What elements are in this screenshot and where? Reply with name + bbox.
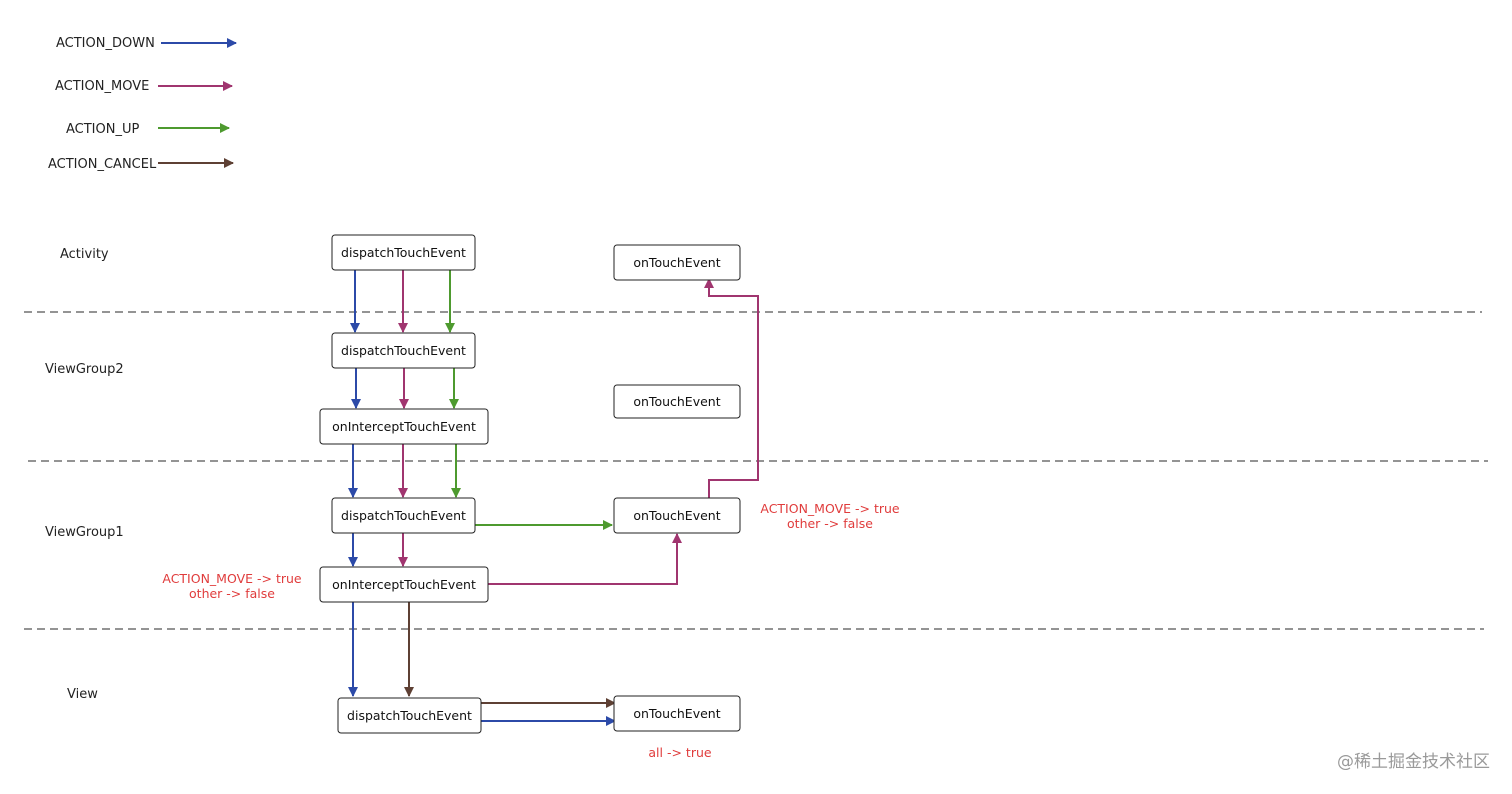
node-label: dispatchTouchEvent — [341, 245, 466, 260]
legend-item-action-up: ACTION_UP — [66, 122, 230, 137]
layer-label-viewgroup1: ViewGroup1 — [45, 525, 124, 540]
layer-label-viewgroup2: ViewGroup2 — [45, 362, 124, 377]
node-label: onTouchEvent — [633, 706, 720, 721]
legend-item-action-cancel: ACTION_CANCEL — [48, 157, 234, 172]
legend-label-action-move: ACTION_MOVE — [55, 79, 149, 94]
edge-move-vg1-ontouch-to-activity-ontouch — [704, 278, 759, 498]
node-vg1-intercept: onInterceptTouchEvent — [319, 566, 489, 603]
annotation-line: all -> true — [648, 745, 711, 760]
node-vg1-ontouch: onTouchEvent — [613, 497, 741, 534]
node-view-dispatch: dispatchTouchEvent — [337, 697, 482, 734]
legend-item-action-down: ACTION_DOWN — [56, 36, 237, 51]
node-label: onTouchEvent — [633, 394, 720, 409]
node-activity-dispatch: dispatchTouchEvent — [331, 234, 476, 271]
annotation-line: other -> false — [189, 586, 275, 601]
legend-label-action-cancel: ACTION_CANCEL — [48, 157, 157, 172]
layer-label-activity: Activity — [60, 247, 109, 262]
node-vg2-ontouch: onTouchEvent — [613, 384, 741, 419]
annotation-line: ACTION_MOVE -> true — [162, 571, 302, 586]
node-activity-ontouch: onTouchEvent — [613, 244, 741, 281]
node-label: dispatchTouchEvent — [347, 708, 472, 723]
node-label: onTouchEvent — [633, 508, 720, 523]
edge-move-vg1-intercept-to-ontouch — [488, 533, 682, 585]
node-label: onInterceptTouchEvent — [332, 577, 476, 592]
legend-item-action-move: ACTION_MOVE — [55, 79, 233, 94]
annotation-line: ACTION_MOVE -> true — [760, 501, 900, 516]
legend: ACTION_DOWN ACTION_MOVE ACTION_UP ACTION… — [48, 36, 237, 172]
watermark: @稀土掘金技术社区 — [1337, 752, 1490, 772]
node-vg2-intercept: onInterceptTouchEvent — [319, 408, 489, 445]
legend-label-action-down: ACTION_DOWN — [56, 36, 155, 51]
node-vg2-dispatch: dispatchTouchEvent — [331, 332, 476, 369]
node-view-ontouch: onTouchEvent — [613, 695, 741, 732]
node-label: dispatchTouchEvent — [341, 508, 466, 523]
node-label: onInterceptTouchEvent — [332, 419, 476, 434]
layer-label-view: View — [67, 687, 98, 702]
annotation-view-ontouch: all -> true — [648, 745, 711, 760]
node-vg1-dispatch: dispatchTouchEvent — [331, 497, 476, 534]
annotation-vg1-intercept: ACTION_MOVE -> true other -> false — [162, 571, 302, 601]
legend-label-action-up: ACTION_UP — [66, 122, 139, 137]
edges — [348, 270, 759, 726]
annotation-vg1-ontouch: ACTION_MOVE -> true other -> false — [760, 501, 900, 531]
annotation-line: other -> false — [787, 516, 873, 531]
node-label: onTouchEvent — [633, 255, 720, 270]
node-label: dispatchTouchEvent — [341, 343, 466, 358]
